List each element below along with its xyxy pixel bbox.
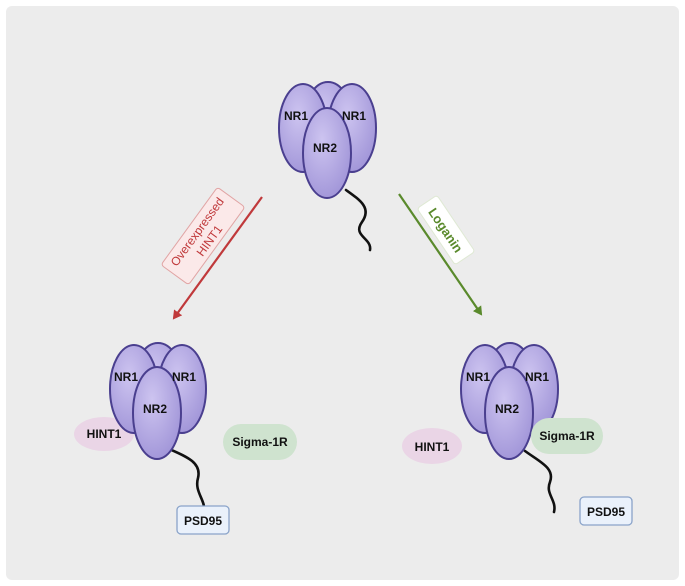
nr1-label-right: NR1 [525, 370, 549, 384]
nr1-label-right: NR1 [172, 370, 196, 384]
psd95-box [579, 496, 633, 526]
overexpressed-label-box [161, 187, 245, 285]
sigma-1r-label: Sigma-1R [232, 435, 288, 449]
loganin-label-box [417, 195, 475, 265]
c-terminal-tail [523, 449, 556, 514]
nr1-label-left: NR1 [114, 370, 138, 384]
psd95-label: PSD95 [587, 505, 625, 519]
complex-left: NR1 NR1 NR2 HINT1 Sigma-1R PSD95 [74, 342, 297, 535]
green-arrow-line [398, 193, 483, 316]
nr1-label-left: NR1 [284, 109, 308, 123]
nr2-subunit [484, 366, 534, 460]
hint1-label: HINT1 [87, 427, 122, 441]
nr2-subunit [302, 107, 352, 199]
nr1-label-left: NR1 [466, 370, 490, 384]
red-arrow-line [172, 196, 263, 320]
c-terminal-tail [165, 446, 206, 514]
sigma-1r-bubble [223, 424, 297, 460]
sigma-1r-label: Sigma-1R [539, 429, 595, 443]
hint1-label: HINT1 [415, 440, 450, 454]
hint1-bubble [74, 417, 134, 451]
nr1-label-right: NR1 [342, 109, 366, 123]
nmda-receptor-top: NR1 NR1 NR2 [278, 81, 377, 252]
sigma-1r-bubble [531, 418, 603, 454]
nr2-subunit [132, 366, 182, 460]
psd95-label: PSD95 [184, 514, 222, 528]
c-terminal-tail [344, 188, 372, 252]
nr2-label: NR2 [143, 402, 167, 416]
complex-right: HINT1 Sigma-1R NR1 NR1 NR2 PSD95 [402, 342, 633, 526]
nr2-label: NR2 [313, 141, 337, 155]
nr2-label: NR2 [495, 402, 519, 416]
hint1-bubble [402, 428, 462, 464]
psd95-box [176, 505, 230, 535]
